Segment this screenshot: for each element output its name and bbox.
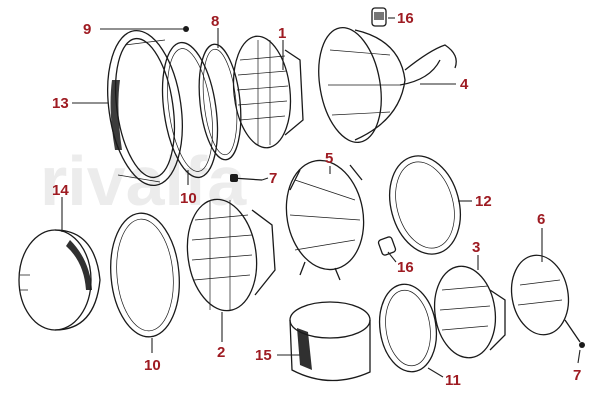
part-large-trim-ring (18, 229, 101, 331)
part-cap-middle (377, 236, 397, 256)
label-part-6: 6 (537, 211, 545, 228)
part-headlamp-lens (232, 35, 304, 149)
label-part-8: 8 (211, 13, 219, 30)
label-part-11: 11 (445, 372, 461, 389)
part-housing-bowl (318, 26, 457, 144)
part-adjuster-bracket (510, 254, 570, 336)
label-part-1: 1 (278, 25, 286, 42)
part-shroud (289, 301, 371, 382)
part-mounting-bracket (285, 159, 365, 281)
label-part-5: 5 (325, 150, 333, 167)
label-part-7-upper: 7 (269, 170, 277, 187)
part-screw-lower (564, 319, 585, 348)
part-headlamp-unit (186, 198, 276, 312)
label-part-16-middle: 16 (397, 259, 414, 276)
label-part-16-top: 16 (397, 10, 414, 27)
part-labels: 9 8 1 16 4 13 5 7 10 12 14 6 3 16 2 10 1… (52, 10, 581, 389)
label-part-13: 13 (52, 95, 69, 112)
label-part-2: 2 (217, 344, 225, 361)
part-retaining-ring-lower (110, 212, 180, 338)
label-part-3: 3 (472, 239, 480, 256)
label-part-14: 14 (52, 182, 69, 199)
label-part-10-upper: 10 (180, 190, 197, 207)
label-part-9: 9 (83, 21, 91, 38)
label-part-12: 12 (475, 193, 492, 210)
part-screw-middle (230, 174, 263, 182)
part-small-lens (433, 265, 506, 359)
label-part-4: 4 (460, 76, 469, 93)
label-part-10-lower: 10 (144, 357, 161, 374)
leader-lines (61, 17, 581, 378)
watermark: rivalfa (40, 142, 247, 220)
label-part-7-lower: 7 (573, 367, 581, 384)
part-inner-ring (378, 283, 438, 373)
part-gasket-ring (198, 43, 242, 161)
part-cap-top (371, 7, 387, 27)
part-seal-gasket (389, 155, 461, 255)
label-part-15: 15 (255, 347, 272, 364)
part-retaining-ring-upper (161, 41, 219, 179)
part-outer-trim-ring (107, 29, 183, 187)
part-screw-top (183, 26, 189, 32)
